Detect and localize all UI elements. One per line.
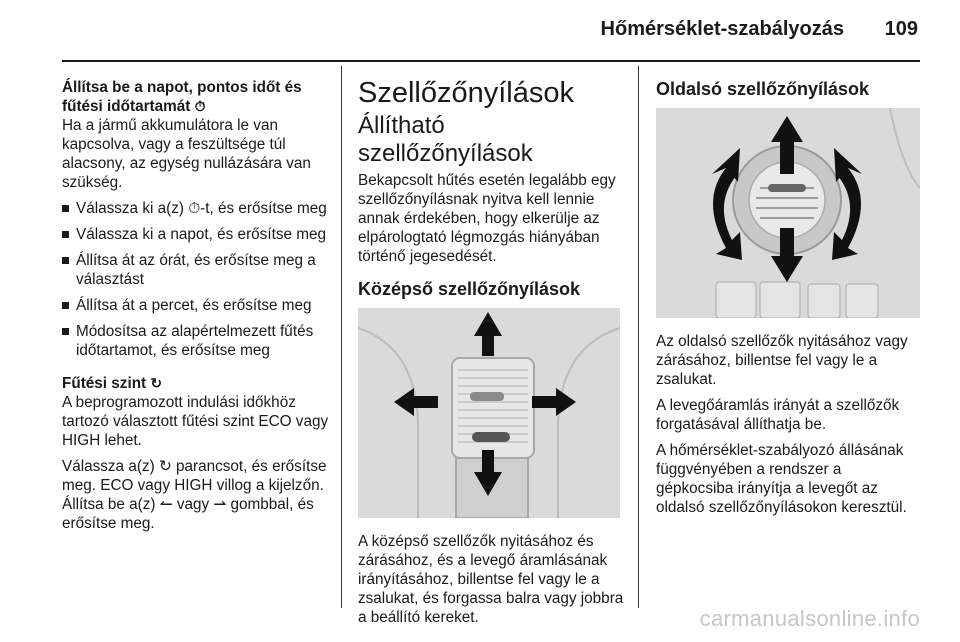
- page-number: 109: [884, 18, 918, 40]
- column-divider: [638, 66, 639, 608]
- running-title: Hőmérséklet-szabályozás: [600, 18, 844, 40]
- intro-text: Ha a jármű akkumulátora le van kapcsolva…: [62, 117, 311, 191]
- column-middle: Szellőzőnyílások Állítható szellőzőnyílá…: [358, 77, 626, 634]
- column-right: Oldalsó szellőzőnyílások: [656, 78, 922, 524]
- clock-icon: ⏱: [194, 98, 206, 114]
- side-vents-text-1: Az oldalsó szellőzők nyitásához vagy zár…: [656, 333, 908, 388]
- column-left: Állítsa be a napot, pontos időt és fűtés…: [62, 78, 330, 540]
- list-item: Válassza ki a napot, és erősítse meg: [62, 225, 330, 244]
- side-vents-heading: Oldalsó szellőzőnyílások: [656, 79, 870, 99]
- section-title: Szellőzőnyílások: [358, 77, 574, 109]
- page-header: Hőmérséklet-szabályozás 109: [0, 0, 960, 62]
- adjustable-heading: Állítható szellőzőnyílások: [358, 112, 533, 167]
- heat-level-heading: Fűtési szint ↻: [62, 375, 163, 392]
- watermark: carmanualsonline.info: [699, 606, 920, 631]
- side-vents-text-2: A levegőáramlás irányát a szellőzők forg…: [656, 397, 900, 433]
- column-divider: [341, 66, 342, 608]
- side-vent-figure: [656, 108, 920, 318]
- steps-list: Válassza ki a(z) ⏱-t, és erősítse meg Vá…: [62, 199, 330, 360]
- center-vents-heading: Középső szellőzőnyílások: [358, 279, 581, 299]
- heat-level-text: A beprogramozott indulási időkhöz tartoz…: [62, 394, 329, 449]
- side-vents-text-3: A hőmérséklet-szabályozó állásának függv…: [656, 442, 907, 516]
- adjustable-text: Bekapcsolt hűtés esetén legalább egy sze…: [358, 172, 616, 265]
- list-item: Módosítsa az alapértelmezett fűtés időta…: [62, 322, 330, 360]
- center-vent-figure: [358, 308, 620, 518]
- level-icon: ↻: [150, 375, 163, 391]
- list-item: Válassza ki a(z) ⏱-t, és erősítse meg: [62, 199, 330, 218]
- header-rule: [62, 60, 920, 62]
- side-vent-illustration: [656, 108, 920, 318]
- list-item: Állítsa át a percet, és erősítse meg: [62, 296, 330, 315]
- list-item: Állítsa át az órát, és erősítse meg a vá…: [62, 251, 330, 289]
- center-vent-illustration: [358, 308, 620, 518]
- center-vents-text: A középső szellőzők nyitásához és zárásá…: [358, 533, 624, 626]
- intro-heading: Állítsa be a napot, pontos időt és fűtés…: [62, 79, 302, 115]
- select-text: Válassza a(z) ↻ parancsot, és erősítse m…: [62, 458, 327, 532]
